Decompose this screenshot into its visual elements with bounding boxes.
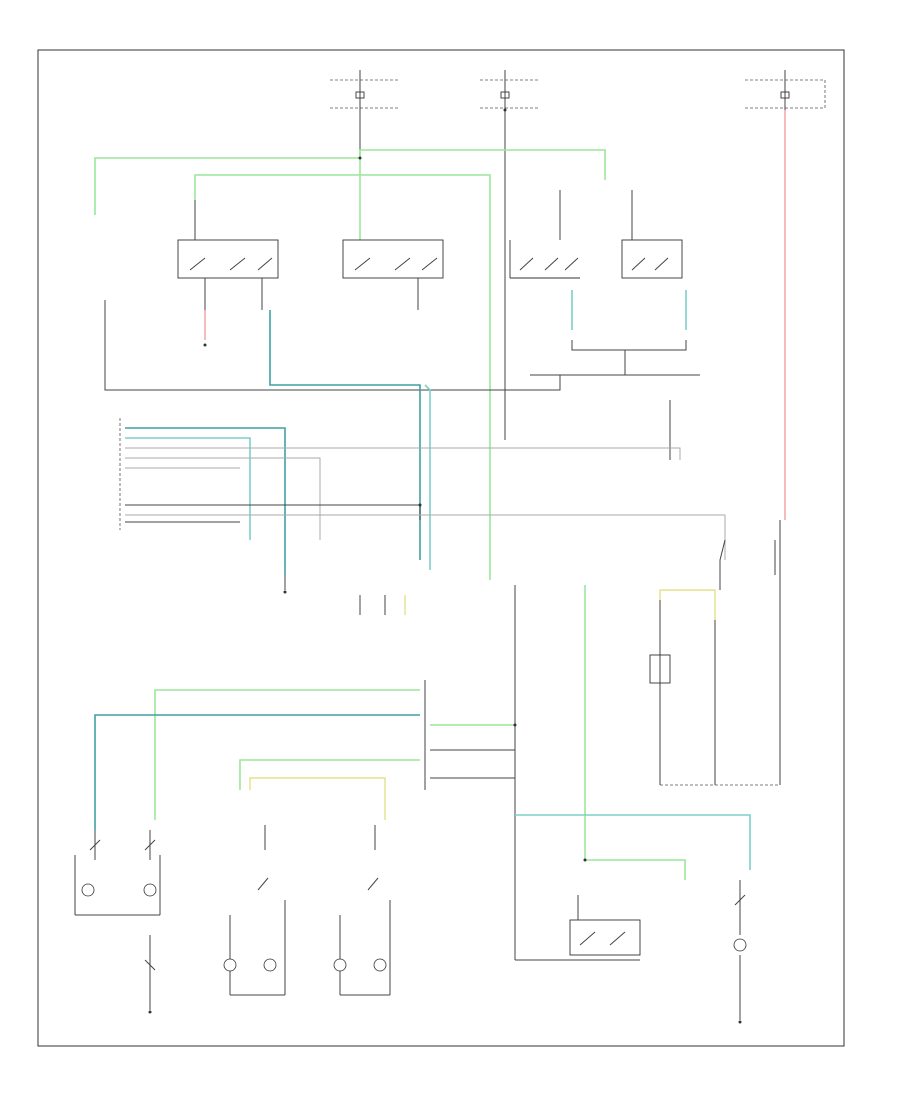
fuse-panel-2	[480, 70, 540, 440]
cargo-lamp	[733, 880, 747, 1024]
dome-lamp-1	[74, 830, 161, 1014]
dome-lamp-2	[515, 895, 641, 961]
green-wire-1	[94, 157, 360, 215]
ground-2	[359, 595, 406, 615]
green-wire-3	[194, 174, 491, 580]
battery-junction	[745, 70, 826, 110]
green-feed-2	[239, 759, 420, 790]
gray-bus-wire	[104, 300, 561, 391]
ground-1	[283, 575, 287, 594]
yellow-feed	[249, 777, 386, 820]
fuse-panel-1	[330, 70, 400, 150]
cyan-wire-mid	[424, 384, 431, 570]
teal-feed-lower	[94, 714, 420, 830]
green-feed-lower	[154, 689, 420, 820]
left-door-ajar-switch	[509, 190, 580, 330]
left-door-lock-switch	[177, 200, 279, 310]
headlamp-switch	[649, 539, 781, 786]
courtesy-lamps	[223, 825, 391, 996]
right-door-lock-switch	[342, 239, 444, 310]
cyan-wire-cargo	[515, 814, 751, 870]
right-door-ajar-switch	[621, 190, 687, 330]
lighting-control-module	[119, 418, 726, 575]
diagram-frame	[37, 49, 845, 1047]
green-wire-right	[585, 859, 686, 880]
teal-wire-mid	[269, 310, 421, 560]
